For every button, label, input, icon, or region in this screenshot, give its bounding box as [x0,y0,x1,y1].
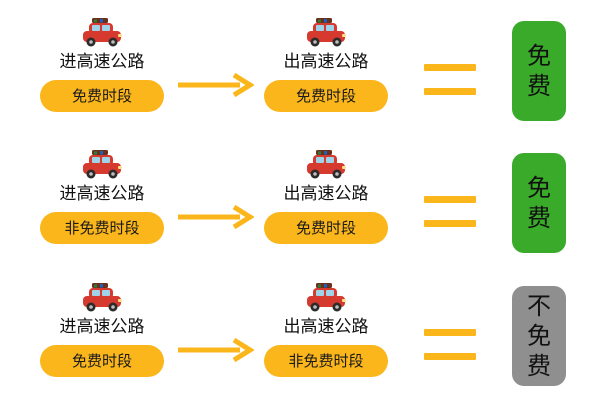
result-char: 免 [527,42,551,70]
result-char: 免 [527,174,551,202]
enter-period-pill: 免费时段 [40,80,164,112]
exit-highway-node: 出高速公路 免费时段 [264,18,388,128]
rule-row-1: 进高速公路 免费时段 出高速公路 免费时段 免 费 [0,18,600,148]
exit-highway-label: 出高速公路 [283,317,369,337]
enter-period-pill: 非免费时段 [40,212,164,244]
rule-row-3: 进高速公路 免费时段 出高速公路 非免费时段 不 免 费 [0,283,600,413]
enter-highway-node: 进高速公路 非免费时段 [40,150,164,260]
car-icon [304,150,348,180]
result-badge-free: 免 费 [512,21,566,121]
car-icon [80,18,124,48]
car-icon [304,283,348,313]
arrow-right-icon [178,73,254,97]
result-char: 费 [527,204,551,232]
result-badge-free: 免 费 [512,153,566,253]
result-char: 不 [527,292,551,320]
arrow-right-icon [178,338,254,362]
enter-highway-label: 进高速公路 [59,184,145,204]
result-char: 免 [527,322,551,350]
enter-highway-node: 进高速公路 免费时段 [40,18,164,128]
equals-icon [424,192,476,232]
car-icon [304,18,348,48]
equals-icon [424,325,476,365]
exit-period-pill: 免费时段 [264,212,388,244]
rule-row-2: 进高速公路 非免费时段 出高速公路 免费时段 免 费 [0,150,600,280]
exit-period-pill: 非免费时段 [264,345,388,377]
enter-period-pill: 免费时段 [40,345,164,377]
enter-highway-label: 进高速公路 [59,317,145,337]
enter-highway-label: 进高速公路 [59,52,145,72]
equals-icon [424,60,476,100]
exit-period-pill: 免费时段 [264,80,388,112]
car-icon [80,150,124,180]
exit-highway-label: 出高速公路 [283,52,369,72]
result-char: 费 [527,72,551,100]
exit-highway-node: 出高速公路 免费时段 [264,150,388,260]
car-icon [80,283,124,313]
result-badge-not-free: 不 免 费 [512,286,566,386]
exit-highway-label: 出高速公路 [283,184,369,204]
result-char: 费 [527,352,551,380]
exit-highway-node: 出高速公路 非免费时段 [264,283,388,393]
enter-highway-node: 进高速公路 免费时段 [40,283,164,393]
arrow-right-icon [178,205,254,229]
